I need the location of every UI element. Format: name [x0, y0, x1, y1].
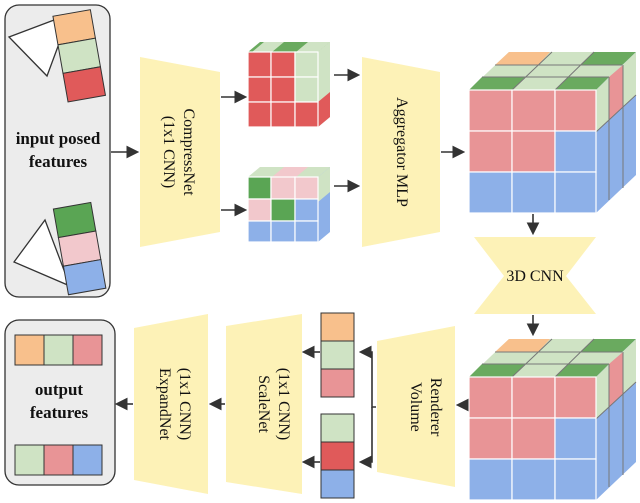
compressnet-label: CompressNet [180, 108, 197, 196]
aggregator-label: Aggregator MLP [393, 97, 410, 207]
scalenet-label: ScaleNet [255, 375, 272, 433]
scalenet-block: ScaleNet (1x1 CNN) [226, 314, 302, 494]
camera-frustum-icon [12, 218, 72, 288]
rendered-strip-bottom [320, 413, 355, 499]
aggregator-block: Aggregator MLP [362, 57, 440, 247]
arrow [358, 407, 373, 469]
feature-strip-top [52, 9, 107, 103]
cnn3d-label: 3D CNN [506, 268, 564, 285]
output-panel: output features [4, 319, 116, 486]
input-panel: input posed features [4, 4, 111, 298]
output-panel-title-2: features [30, 403, 89, 422]
refined-volume [468, 338, 637, 501]
compressnet-block: CompressNet (1x1 CNN) [140, 57, 220, 247]
output-strip-bottom [14, 444, 103, 476]
expandnet-block: ExpandNet (1x1 CNN) [134, 314, 208, 494]
arrow [358, 345, 376, 408]
cnn3d-block: 3D CNN [474, 237, 596, 314]
input-panel-title-1: input posed [16, 129, 101, 148]
feature-strip-bottom [52, 201, 107, 296]
compressed-volume-top [247, 42, 330, 128]
volume-renderer-label: Volume [407, 382, 424, 431]
output-panel-title-1: output [35, 380, 84, 399]
aggregated-volume [468, 51, 637, 214]
volume-renderer-sublabel: Renderer [427, 378, 444, 437]
rendered-strip-top [320, 312, 355, 398]
expandnet-sublabel: (1x1 CNN) [176, 368, 193, 440]
expandnet-label: ExpandNet [156, 368, 173, 441]
output-strip-top [14, 334, 103, 366]
input-panel-title-2: features [29, 152, 88, 171]
scalenet-sublabel: (1x1 CNN) [275, 368, 292, 440]
volume-renderer-block: Volume Renderer [377, 326, 455, 487]
compressnet-sublabel: (1x1 CNN) [160, 116, 177, 188]
compressed-volume-bottom [247, 167, 330, 243]
